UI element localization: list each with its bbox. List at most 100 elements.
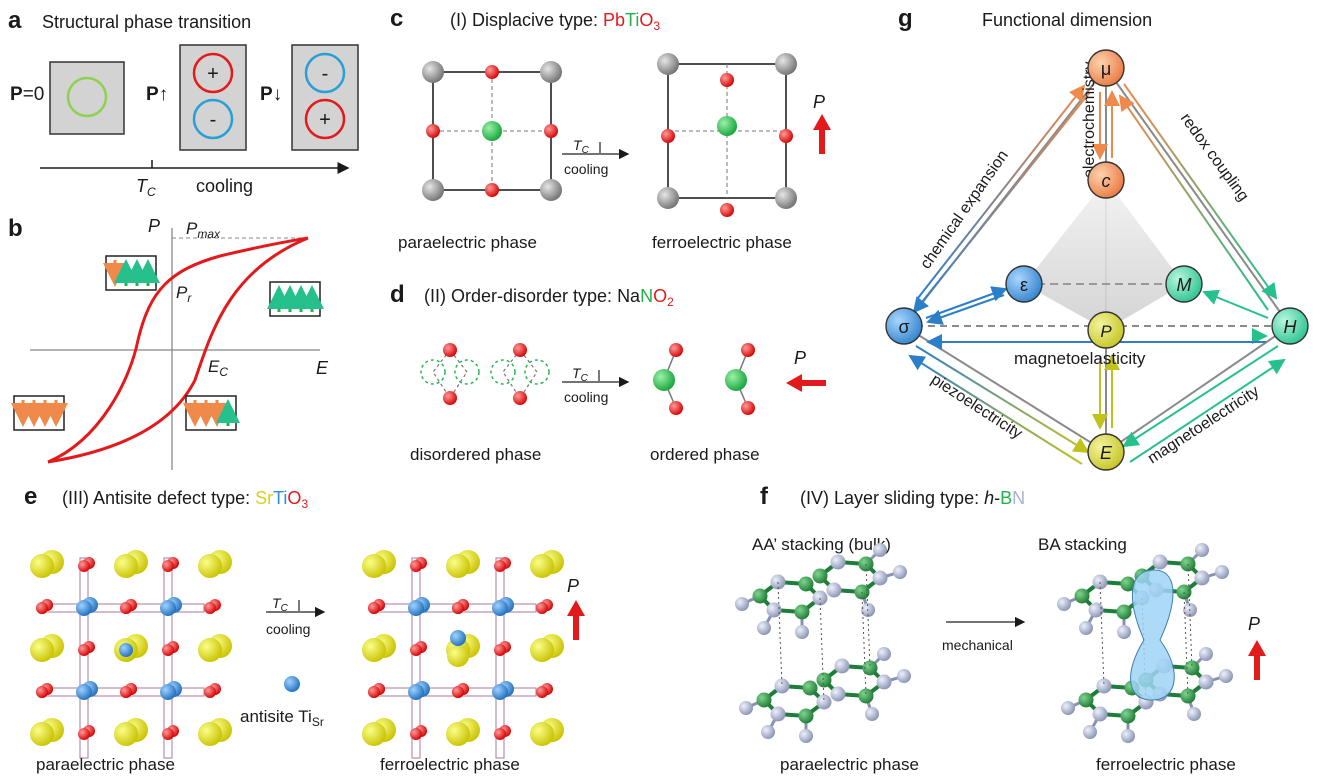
arrow-chem-up [917, 84, 1086, 299]
node-H: H [1271, 307, 1309, 345]
panel-f-title: (IV) Layer sliding type: h-BN [800, 488, 1025, 508]
o-atom [410, 728, 422, 740]
polarization-arrow-e [567, 600, 585, 640]
o-atom [162, 560, 174, 572]
node-E: E [1087, 433, 1125, 471]
box-p-down [291, 44, 359, 151]
bond-col [163, 557, 173, 759]
arrow-magelec-up [1129, 358, 1286, 463]
b-atom [756, 692, 772, 708]
interlayer-guide [865, 563, 871, 669]
electron-lobe [1130, 569, 1175, 701]
panel-letter-b: b [8, 215, 23, 242]
arrow-redox-up [1118, 94, 1269, 311]
state-p-up: P↑ + - [146, 44, 247, 151]
interlayer-guide [819, 597, 825, 703]
label-redox-coupling: redox coupling [1177, 110, 1252, 204]
caption-f-right: ferroelectric phase [1096, 755, 1236, 774]
svg-text:+: + [207, 63, 219, 85]
o-atom [494, 644, 506, 656]
panel-c: c (I) Displacive type: PbTiO3 TC cooling [390, 5, 831, 252]
caption-e-right: ferroelectric phase [380, 755, 520, 774]
bond-col [495, 557, 505, 759]
n-atom [893, 565, 907, 579]
node-M: M [1165, 265, 1203, 303]
svg-text:TC: TC [572, 365, 589, 384]
hysteresis-lower-branch [47, 236, 309, 464]
n-atom [1121, 729, 1135, 743]
panel-c-title: (I) Displacive type: PbTiO3 [450, 10, 660, 33]
n-atom [757, 621, 771, 635]
n-atom [1215, 565, 1229, 579]
antisite-ti-center [119, 643, 133, 657]
svg-text:P=0: P=0 [10, 84, 44, 105]
o-atom [536, 686, 548, 698]
n-atom [830, 686, 846, 702]
caption-d-right: ordered phase [650, 445, 760, 464]
n-atom [1198, 674, 1214, 690]
pmax-label: P [186, 219, 198, 238]
p-down-label: ↓ [273, 84, 283, 105]
sr-atom [362, 638, 386, 662]
b-atom [1074, 588, 1090, 604]
pr-label: P [176, 283, 188, 302]
hysteresis-upper-branch [47, 236, 309, 464]
b-atom [1116, 604, 1132, 620]
panel-a: a Structural phase transition P=0 P↑ + -… [8, 7, 359, 199]
o-atom [452, 602, 464, 614]
panel-e-title: (III) Antisite defect type: SrTiO3 [62, 488, 308, 511]
plus-circle [192, 52, 234, 94]
b-atom [1078, 692, 1094, 708]
label-piezoelectricity: piezoelectricity [928, 371, 1025, 442]
n-atom [735, 597, 749, 611]
nano2-disordered [420, 343, 550, 405]
b-atom [1120, 576, 1136, 592]
panel-g-title: Functional dimension [982, 10, 1152, 30]
arrow-redox-down [1123, 83, 1278, 300]
n-atom [1199, 647, 1213, 661]
panel-letter-c: c [390, 5, 403, 32]
n-atom [1079, 621, 1093, 635]
o-atom [78, 728, 90, 740]
o-atom [78, 560, 90, 572]
o-atom [36, 602, 48, 614]
panel-a-title: Structural phase transition [42, 12, 251, 32]
sr-atom [198, 554, 222, 578]
srtio3-paraelectric-lattice [30, 550, 232, 759]
svg-text:cooling: cooling [564, 161, 608, 177]
sr-atom [198, 638, 222, 662]
sr-atom [530, 638, 554, 662]
svg-text:EC: EC [208, 357, 228, 379]
caption-c-right: ferroelectric phase [652, 233, 792, 252]
pbtio3-ferroelectric-cell [657, 53, 797, 217]
o-atom [410, 644, 422, 656]
n-atom [1061, 701, 1075, 715]
svg-text:H: H [1284, 317, 1298, 337]
antisite-label: antisite Ti [240, 707, 312, 726]
svg-text:+: + [319, 109, 331, 131]
o-atom [368, 686, 380, 698]
polarization-arrow-f [1248, 640, 1266, 680]
n-atom [799, 729, 813, 743]
svg-text:σ: σ [898, 317, 909, 337]
n-atom [1057, 597, 1071, 611]
b-atom [1120, 708, 1136, 724]
svg-text:P↓: P↓ [260, 84, 282, 105]
svg-text:TC: TC [573, 137, 590, 156]
interlayer-guide [861, 591, 867, 697]
svg-text:E: E [1100, 443, 1113, 463]
p-label-d: P [794, 348, 806, 368]
svg-text:ε: ε [1020, 275, 1028, 295]
panel-f: f (IV) Layer sliding type: h-BN AA’ stac… [735, 483, 1266, 774]
o-atom [78, 644, 90, 656]
n-atom [1117, 625, 1131, 639]
domain-box-mixed-down [183, 395, 240, 431]
ti-atom [76, 684, 92, 700]
svg-text:cooling: cooling [266, 621, 310, 637]
ti-atom [160, 600, 176, 616]
n-atom [1195, 543, 1209, 557]
b-atom [858, 688, 874, 704]
sr-atom [446, 554, 470, 578]
sr-atom [30, 554, 54, 578]
b-atom [802, 680, 818, 696]
